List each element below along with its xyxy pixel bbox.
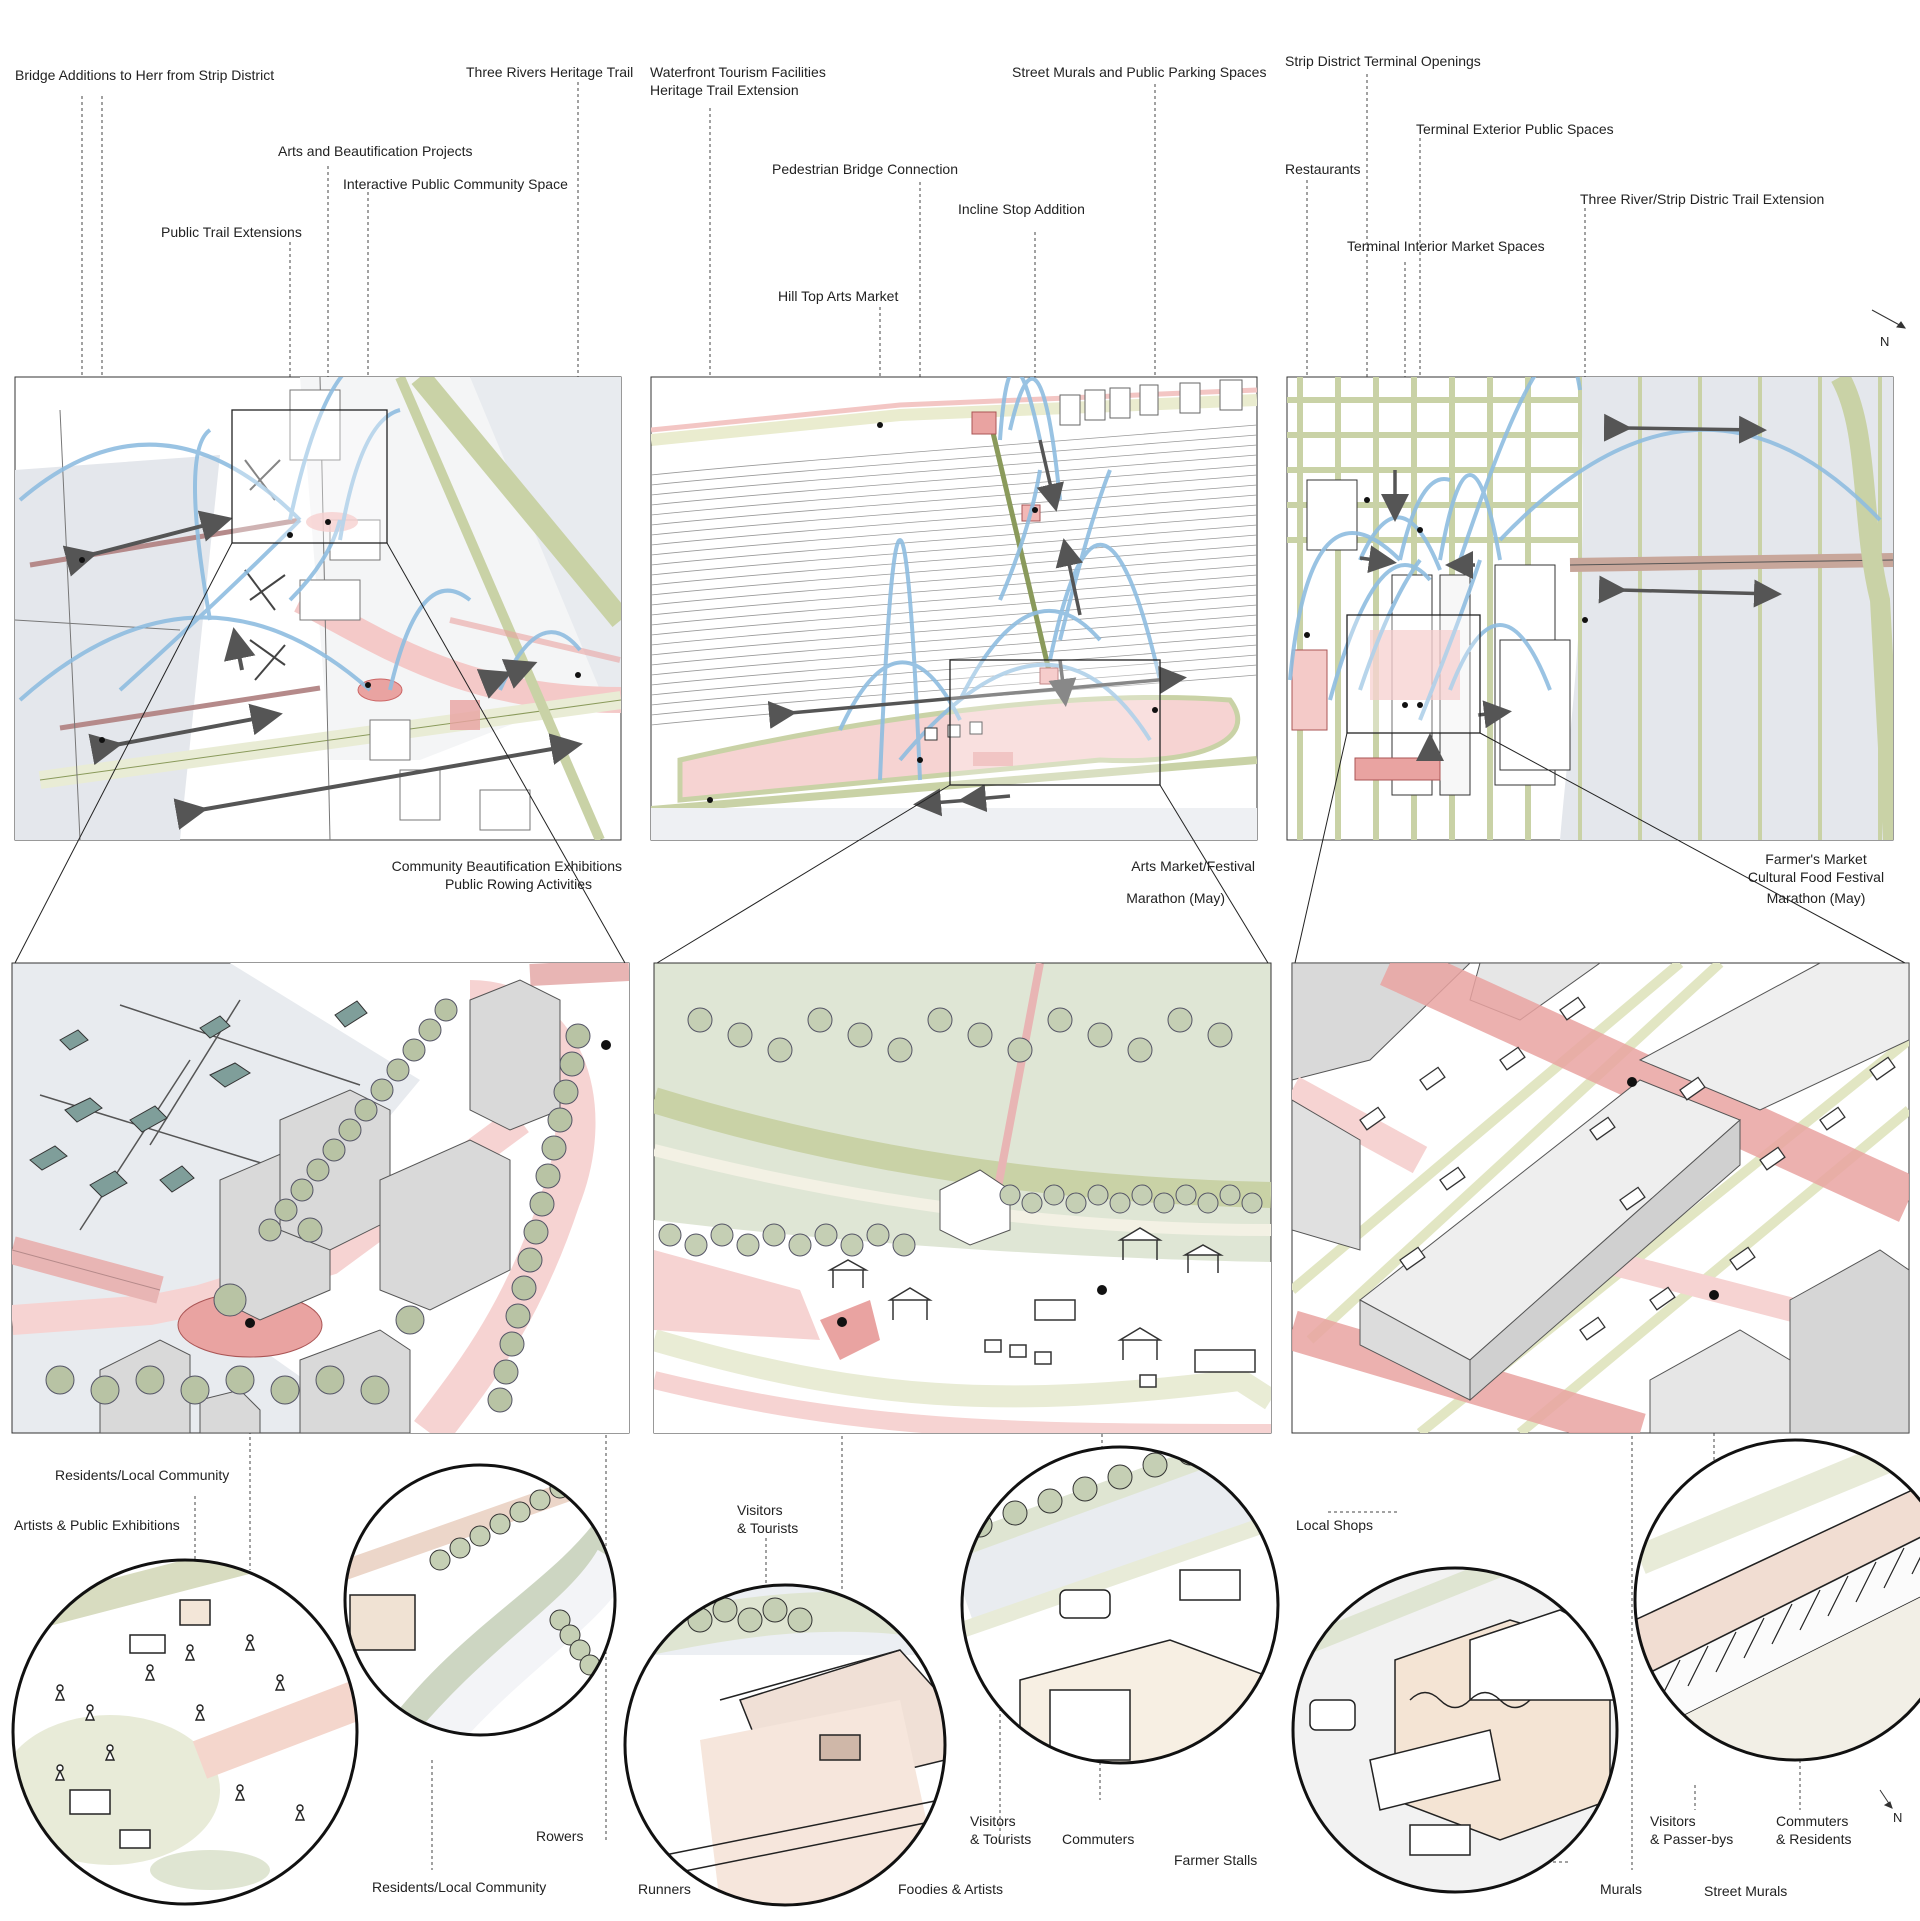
label-rowing-activities: Public Rowing Activities [444, 876, 592, 892]
label-waterfront-tourism: Waterfront Tourism Facilities [650, 64, 826, 80]
vignette-circles [11, 1438, 1920, 1907]
label-street-murals: Street Murals [1704, 1883, 1788, 1899]
label-three-rivers-trail: Three Rivers Heritage Trail [466, 64, 634, 80]
label-street-murals-parking: Street Murals and Public Parking Spaces [1012, 64, 1267, 80]
label-farmers-market: Farmer's Market [1765, 851, 1867, 867]
label-commuters-middle: Commuters [1062, 1831, 1135, 1847]
north-label-top: N [1880, 334, 1890, 349]
label-terminal-interior: Terminal Interior Market Spaces [1347, 238, 1545, 254]
label-incline-stop: Incline Stop Addition [958, 201, 1085, 217]
label-hill-top-arts: Hill Top Arts Market [778, 288, 899, 304]
label-passer-bys: & Passer-bys [1650, 1831, 1734, 1847]
label-pedestrian-bridge: Pedestrian Bridge Connection [772, 161, 959, 177]
map-dots [79, 422, 1588, 803]
label-residents-bottom: Residents/Local Community [372, 1879, 547, 1895]
label-visitors-1: Visitors [737, 1502, 783, 1518]
label-restaurants: Restaurants [1285, 161, 1361, 177]
label-residents-top: Residents/Local Community [55, 1467, 230, 1483]
label-terminal-openings: Strip District Terminal Openings [1285, 53, 1481, 69]
map-panel-middle [650, 376, 1258, 841]
label-marathon-right: Marathon (May) [1766, 890, 1866, 906]
label-runners: Runners [638, 1881, 691, 1897]
label-community-exhibitions: Community Beautification Exhibitions [391, 858, 622, 874]
label-foodies-artists: Foodies & Artists [898, 1881, 1004, 1897]
label-terminal-exterior: Terminal Exterior Public Spaces [1416, 121, 1614, 137]
label-tourists-1: & Tourists [737, 1520, 799, 1536]
label-cultural-food: Cultural Food Festival [1747, 869, 1885, 885]
label-trail-extension: Three River/Strip Distric Trail Extensio… [1580, 191, 1825, 207]
label-rowers: Rowers [536, 1828, 584, 1844]
label-interactive-space: Interactive Public Community Space [343, 176, 568, 192]
inset-left [11, 962, 630, 1434]
map-panel-left [14, 376, 622, 841]
zoom-connectors [14, 542, 1906, 964]
north-arrow-top [1871, 309, 1907, 329]
label-farmer-stalls: Farmer Stalls [1174, 1852, 1258, 1868]
label-visitors-right: Visitors [1650, 1813, 1696, 1829]
inset-middle [653, 962, 1272, 1434]
label-visitors-2: Visitors [970, 1813, 1016, 1829]
label-tourists-2: & Tourists [970, 1831, 1032, 1847]
label-commuters-right: Commuters [1776, 1813, 1849, 1829]
label-bridge-additions: Bridge Additions to Herr from Strip Dist… [15, 67, 275, 83]
map-panel-right [1286, 376, 1894, 841]
label-artists: Artists & Public Exhibitions [14, 1517, 180, 1533]
inset-dots [245, 1040, 1719, 1328]
north-label-bottom: N [1893, 1810, 1903, 1825]
inset-right [1291, 962, 1910, 1434]
label-public-trail-extensions: Public Trail Extensions [161, 224, 302, 240]
label-residents-right: & Residents [1776, 1831, 1852, 1847]
label-arts-market: Arts Market/Festival [1131, 858, 1255, 874]
label-arts-beautification: Arts and Beautification Projects [278, 143, 473, 159]
label-local-shops: Local Shops [1296, 1517, 1374, 1533]
north-arrow-bottom [1879, 1789, 1893, 1809]
label-marathon-middle: Marathon (May) [1126, 890, 1225, 906]
label-murals: Murals [1600, 1881, 1643, 1897]
label-heritage-extension: Heritage Trail Extension [650, 82, 799, 98]
